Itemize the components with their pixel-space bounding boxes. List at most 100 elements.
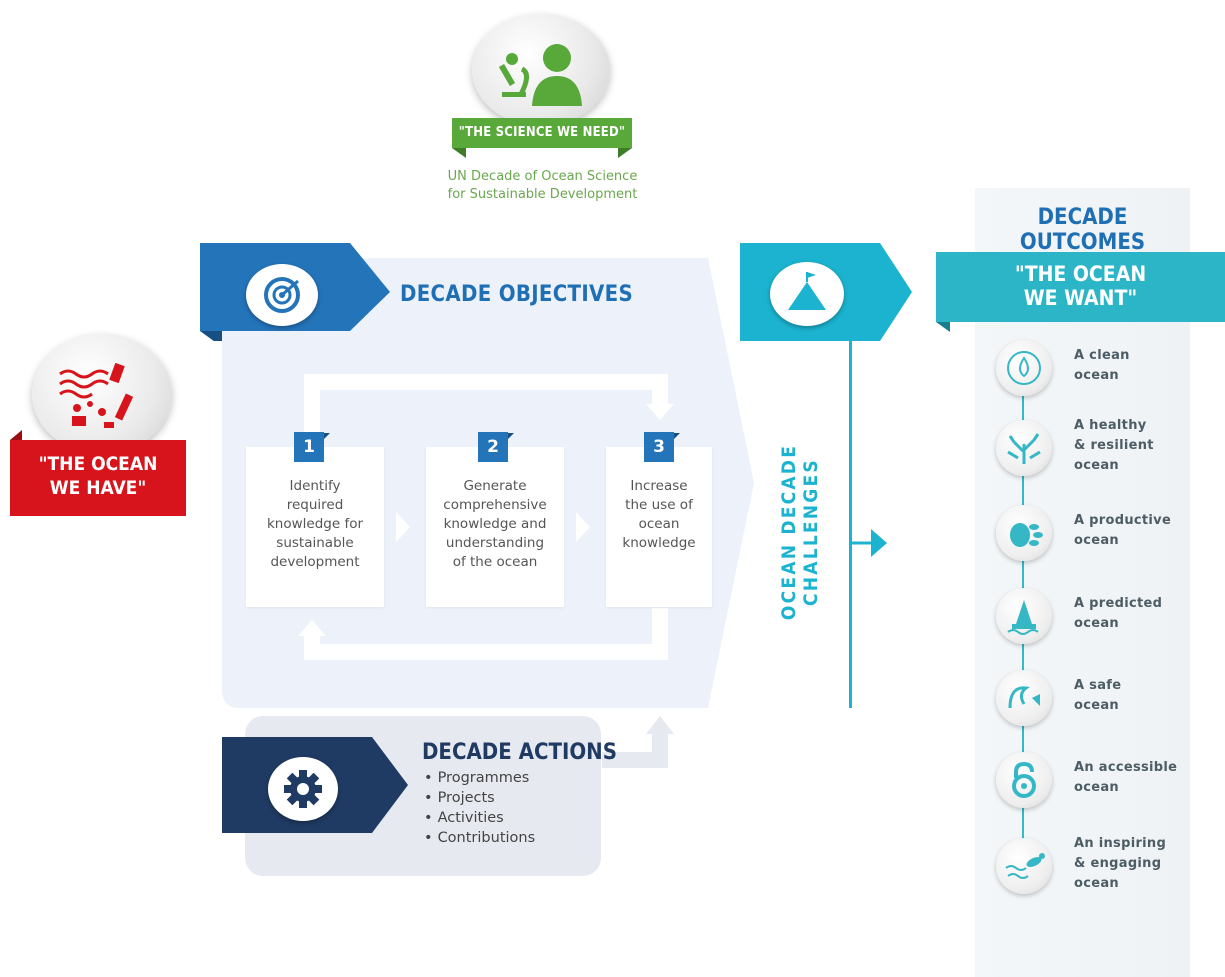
challenges-label: OCEAN DECADE CHALLENGES [778,443,822,621]
coral-icon [1007,433,1041,464]
open-lock-icon [1012,761,1036,798]
number-fold [672,433,680,441]
science-caption: UN Decade of Ocean Science for Sustainab… [410,168,675,204]
text-line: knowledge for [266,516,364,532]
list-item: Programmes [424,768,535,788]
outcome-label: A clean ocean [1074,346,1130,386]
text-line: & resilient [1074,438,1154,453]
outcome-icon-circle [996,588,1052,644]
outcome-accessible: An accessible ocean [996,752,1196,812]
objective-card-3: Increase the use of ocean knowledge [606,447,712,607]
text-line: ocean [638,516,680,532]
text-line: sustainable [276,535,354,551]
actions-icon-circle [268,757,338,821]
scientist-microscope-icon [498,44,582,106]
text-line: & engaging [1074,856,1162,871]
text-line: required [286,497,344,513]
objective-number-1: 1 [294,432,324,462]
gear-icon [284,770,322,808]
target-icon [264,277,300,313]
text-line: A productive [1074,513,1172,528]
list-item: Activities [424,808,535,828]
outcome-icon-circle [996,340,1052,396]
outcome-clean: A clean ocean [996,340,1196,400]
ribbon-line: "THE OCEAN [38,453,158,475]
objectives-title: DECADE OBJECTIVES [400,282,634,307]
diver-icon [1005,853,1045,879]
outcome-icon-circle [996,670,1052,726]
text-line: Generate [463,478,527,494]
challenges-icon-circle [770,262,844,326]
buoy-icon [1007,600,1039,635]
text-line: development [270,554,360,570]
outcomes-title: DECADE OUTCOMES [1019,205,1146,255]
challenges-arrow [851,529,887,557]
text-line: knowledge [622,535,696,551]
objective-text: Increase the use of ocean knowledge [612,477,706,553]
outcome-healthy: A healthy & resilient ocean [996,418,1196,480]
caption-line: UN Decade of Ocean Science [447,169,638,184]
objective-card-2: Generate comprehensive knowledge and und… [426,447,564,607]
text-line: understanding [445,535,545,551]
text-line: Increase [630,478,688,494]
list-item: Projects [424,788,535,808]
fish-icon [1010,523,1043,547]
text-line: ocean [1074,533,1119,548]
outcome-predicted: A predicted ocean [996,588,1196,648]
banner-line: WE WANT" [1023,286,1138,310]
mountain-flag-icon [788,272,826,310]
outcome-label: A healthy & resilient ocean [1074,416,1154,476]
text-line: ocean [1074,876,1119,891]
ribbon-fold [10,430,22,440]
text-line: A safe [1074,678,1122,693]
ocean-have-icon-circle [32,334,172,454]
outcome-icon-circle [996,752,1052,808]
outcome-label: A productive ocean [1074,511,1171,551]
banner-line: "THE OCEAN [1014,262,1147,286]
water-drop-icon [1007,351,1041,385]
outcome-inspiring: An inspiring & engaging ocean [996,836,1196,898]
list-item: Contributions [424,828,536,848]
science-icon-circle [472,14,610,126]
outcome-label: A predicted ocean [1074,594,1162,634]
challenges-line [849,341,852,708]
text-line: A predicted [1074,596,1163,611]
number-fold [322,433,330,441]
outcome-icon-circle [996,420,1052,476]
ribbon-fold [936,322,950,332]
text-line: A clean [1074,348,1130,363]
text-line: ocean [1074,616,1119,631]
ribbon-line: WE HAVE" [49,477,147,499]
wave-warning-icon [1008,686,1040,709]
outcome-label: An accessible ocean [1074,758,1177,798]
ocean-we-have-ribbon: "THE OCEAN WE HAVE" [10,440,186,516]
text-line: Identify [289,478,341,494]
caption-line: for Sustainable Development [447,187,638,202]
ribbon-fold [618,148,632,158]
text-line: ocean [1074,780,1119,795]
text-line: knowledge and [443,516,547,532]
text-line: of the ocean [452,554,538,570]
text-line: An accessible [1074,760,1178,775]
ocean-we-want-banner: "THE OCEAN WE WANT" [936,252,1225,322]
polluted-ocean-icon [59,362,134,428]
objective-card-1: Identify required knowledge for sustaina… [246,447,384,607]
text-line: ocean [1074,698,1119,713]
actions-title: DECADE ACTIONS [422,740,617,765]
objective-number-2: 2 [478,432,508,462]
text-line: ocean [1074,368,1119,383]
actions-list: Programmes Projects Activities Contribut… [424,768,536,848]
number-fold [506,433,514,441]
outcome-productive: A productive ocean [996,505,1196,565]
outcome-icon-circle [996,505,1052,561]
outcome-label: An inspiring & engaging ocean [1074,834,1166,894]
ribbon-fold [452,148,466,158]
outcome-label: A safe ocean [1074,676,1121,716]
outcome-safe: A safe ocean [996,670,1196,730]
outcome-icon-circle [996,838,1052,894]
text-line: ocean [1074,458,1119,473]
objective-text: Generate comprehensive knowledge and und… [432,477,558,572]
text-line: comprehensive [443,497,547,513]
objectives-icon-circle [246,264,318,326]
science-we-need-ribbon: "THE SCIENCE WE NEED" [452,118,632,148]
